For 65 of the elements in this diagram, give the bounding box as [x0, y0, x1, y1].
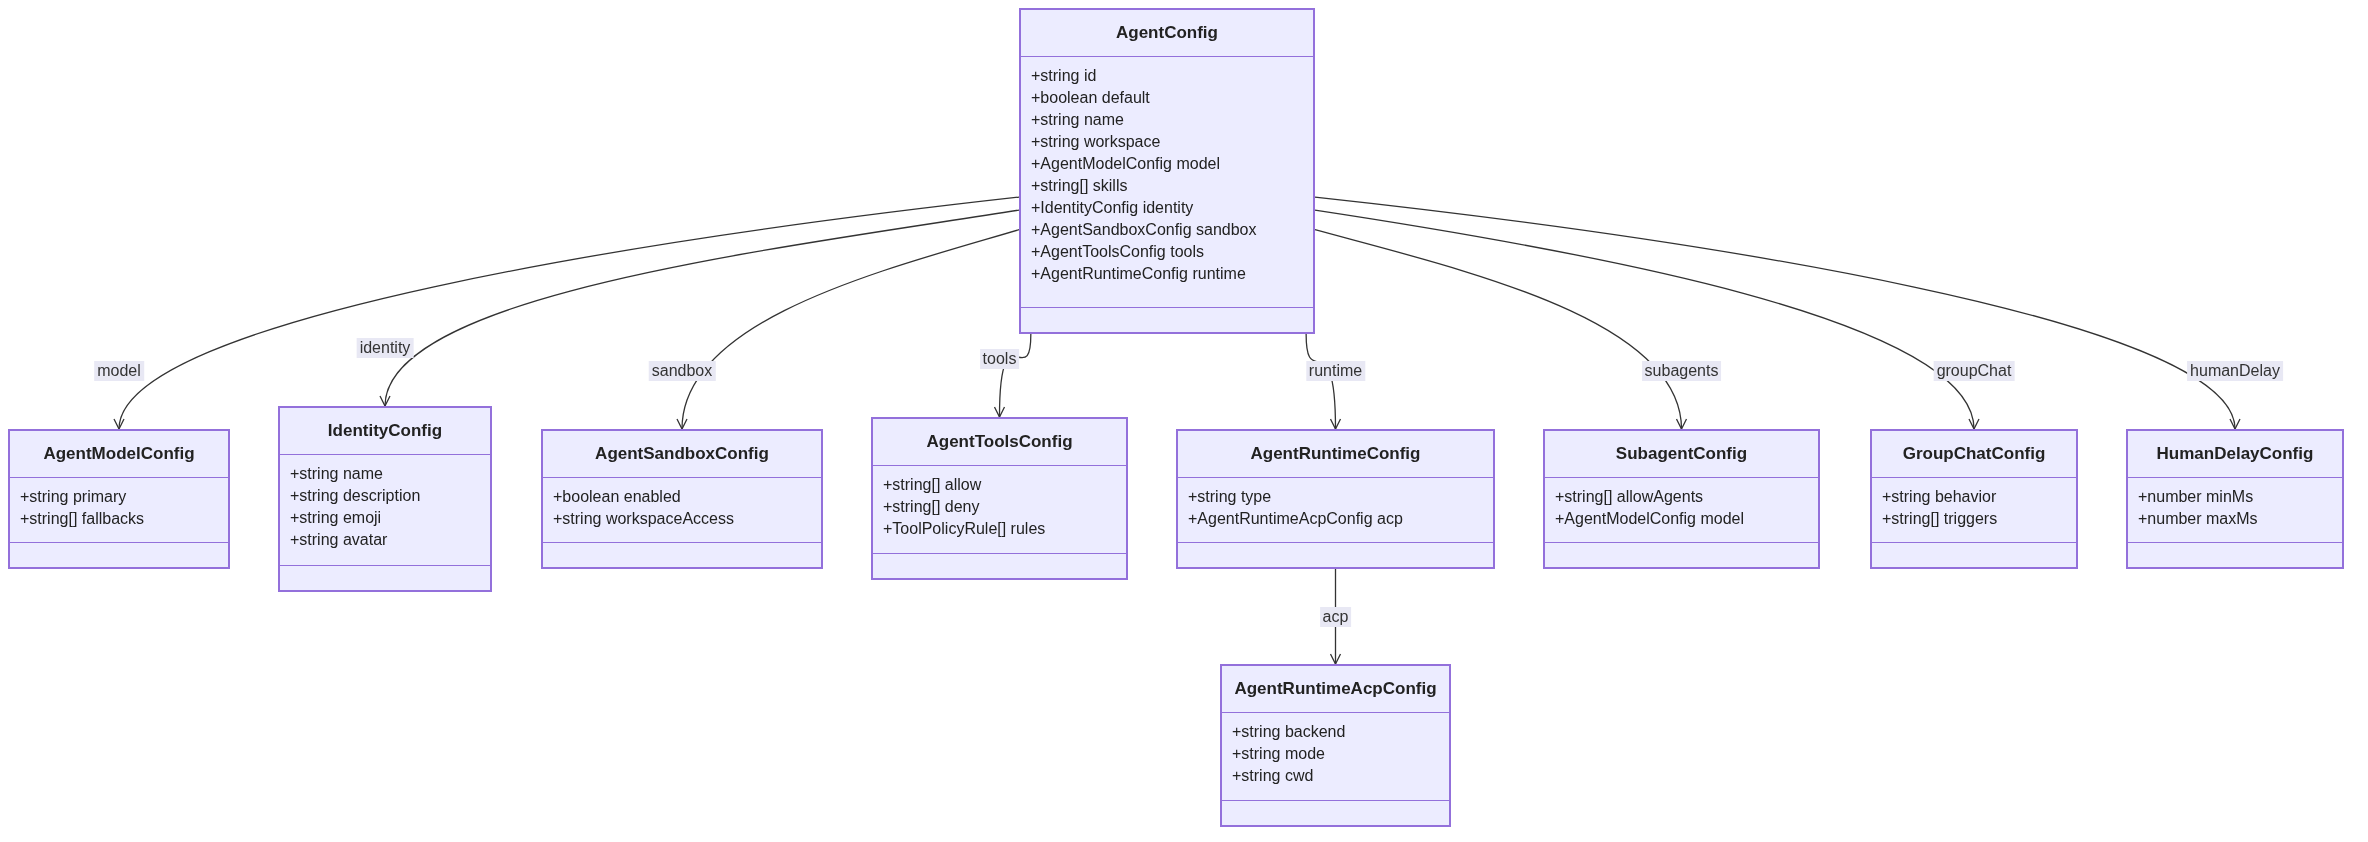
class-attribute: +string avatar — [290, 530, 388, 550]
class-attribute: +string[] triggers — [1882, 509, 1998, 529]
class-attribute: +string workspaceAccess — [553, 509, 734, 529]
class-box — [2126, 429, 2344, 569]
edge-label: tools — [979, 349, 1020, 369]
class-attribute: +string[] fallbacks — [20, 509, 145, 529]
class-attribute: +string primary — [20, 487, 127, 507]
class-attribute: +string name — [1031, 110, 1124, 130]
edge-label: sandbox — [648, 361, 716, 381]
class-attribute: +number maxMs — [2138, 509, 2258, 529]
class-attribute: +boolean default — [1031, 88, 1150, 108]
class-attribute: +string cwd — [1232, 766, 1314, 786]
edge-label: humanDelay — [2187, 361, 2283, 381]
class-attribute: +string[] allow — [883, 475, 982, 495]
class-attribute: +string[] deny — [883, 497, 980, 517]
edge-label: runtime — [1305, 361, 1366, 381]
class-attribute: +AgentRuntimeConfig runtime — [1031, 264, 1246, 284]
class-box — [1220, 664, 1451, 827]
class-box — [1870, 429, 2078, 569]
class-name: AgentModelConfig — [43, 444, 195, 464]
class-name: GroupChatConfig — [1902, 444, 2046, 464]
class-attribute: +AgentToolsConfig tools — [1031, 242, 1204, 262]
class-attribute: +string[] allowAgents — [1555, 487, 1704, 507]
class-name: SubagentConfig — [1615, 444, 1748, 464]
class-box — [541, 429, 823, 569]
class-name: AgentToolsConfig — [926, 432, 1073, 452]
class-attribute: +IdentityConfig identity — [1031, 198, 1194, 218]
class-attribute: +string emoji — [290, 508, 382, 528]
class-name: HumanDelayConfig — [2156, 444, 2314, 464]
class-box — [1543, 429, 1820, 569]
association-arrow — [382, 209, 1020, 407]
class-name: AgentConfig — [1116, 23, 1218, 43]
class-box — [8, 429, 230, 569]
class-attribute: +string description — [290, 486, 421, 506]
class-name: AgentSandboxConfig — [595, 444, 769, 464]
class-attribute: +AgentRuntimeAcpConfig acp — [1188, 509, 1403, 529]
edge-label: subagents — [1641, 361, 1722, 381]
class-attribute: +string mode — [1232, 744, 1325, 764]
class-attribute: +AgentModelConfig model — [1555, 509, 1744, 529]
edge-label: groupChat — [1933, 361, 2015, 381]
class-attribute: +AgentSandboxConfig sandbox — [1031, 220, 1257, 240]
class-name: AgentRuntimeConfig — [1250, 444, 1421, 464]
class-attribute: +string workspace — [1031, 132, 1161, 152]
class-attribute: +string id — [1031, 66, 1097, 86]
class-attribute: +number minMs — [2138, 487, 2254, 507]
edge-label: acp — [1319, 606, 1352, 627]
class-box — [1176, 429, 1495, 569]
edge-label: model — [94, 361, 144, 381]
class-attribute: +string backend — [1232, 722, 1346, 742]
class-attribute: +string name — [290, 464, 383, 484]
class-attribute: +string behavior — [1882, 487, 1997, 507]
class-attribute: +string[] skills — [1031, 176, 1128, 196]
class-box — [871, 417, 1128, 580]
association-arrow — [1314, 229, 1686, 430]
class-attribute: +boolean enabled — [553, 487, 681, 507]
class-attribute: +AgentModelConfig model — [1031, 154, 1220, 174]
class-attribute: +ToolPolicyRule[] rules — [883, 519, 1046, 539]
edge-label: identity — [356, 338, 414, 358]
association-arrow — [677, 229, 1020, 430]
class-name: AgentRuntimeAcpConfig — [1234, 679, 1437, 699]
association-arrow — [1314, 209, 1977, 430]
class-box — [1019, 8, 1315, 334]
class-attribute: +string type — [1188, 487, 1272, 507]
class-name: IdentityConfig — [327, 421, 443, 441]
class-box — [278, 406, 492, 592]
